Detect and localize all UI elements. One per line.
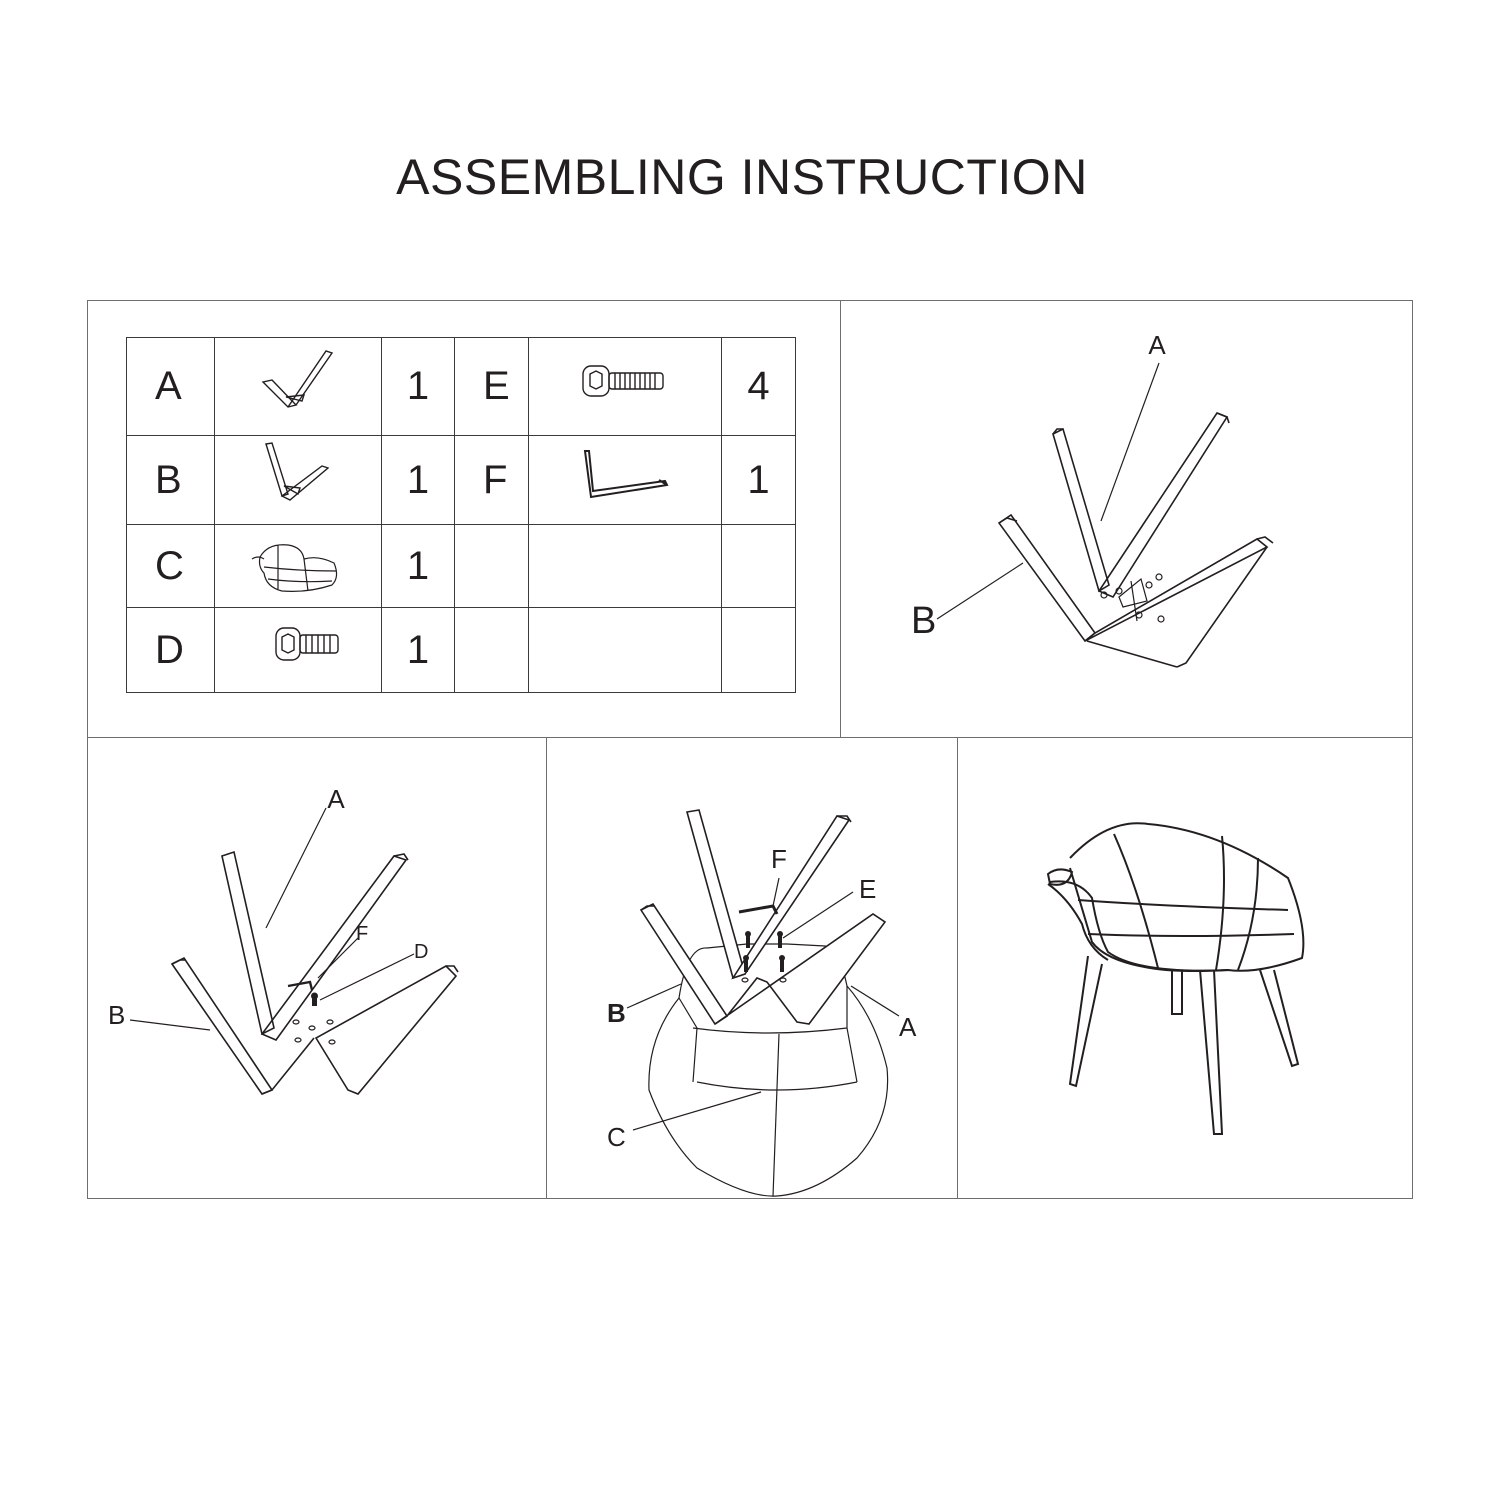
leader-lines bbox=[129, 807, 415, 1031]
part-quantity: 1 bbox=[721, 435, 796, 525]
allen-key-f bbox=[287, 980, 314, 991]
part-quantity: 4 bbox=[721, 337, 796, 436]
part-image-cell bbox=[214, 607, 382, 693]
step1-diagram: A B bbox=[911, 330, 1274, 668]
leg-frame-a bbox=[221, 850, 409, 1041]
label-f: F bbox=[356, 923, 368, 945]
part-image-cell bbox=[528, 524, 722, 608]
divider bbox=[546, 737, 547, 1199]
part-letter bbox=[454, 524, 529, 608]
part-letter: E bbox=[454, 337, 529, 436]
part-quantity: 1 bbox=[381, 524, 455, 608]
part-image-cell bbox=[528, 435, 722, 525]
part-quantity bbox=[721, 607, 796, 693]
part-letter: F bbox=[454, 435, 529, 525]
bolt-e-icon bbox=[582, 364, 664, 397]
leg-frame-a bbox=[685, 809, 852, 980]
page-title: ASSEMBLING INSTRUCTION bbox=[396, 149, 1088, 205]
leg-frame-b bbox=[639, 902, 887, 1026]
leg-frame-b-icon bbox=[265, 442, 330, 501]
divider bbox=[957, 737, 958, 1199]
table-row: B 1 F 1 bbox=[126, 435, 796, 525]
divider bbox=[840, 300, 841, 737]
step3-diagram: F E B A C bbox=[607, 809, 917, 1197]
label-b: B bbox=[911, 600, 936, 642]
joint-holes bbox=[741, 977, 787, 983]
label-d: D bbox=[414, 941, 428, 963]
allen-key-icon bbox=[583, 450, 669, 499]
leg-frame-a-icon bbox=[261, 349, 334, 408]
step2-diagram: A F D B bbox=[108, 784, 459, 1095]
part-letter: A bbox=[126, 337, 215, 436]
label-c: C bbox=[607, 1122, 626, 1152]
part-image-cell bbox=[214, 337, 382, 436]
label-b: B bbox=[607, 998, 626, 1028]
instruction-frame bbox=[87, 300, 1413, 1199]
joint-bracket bbox=[1100, 573, 1165, 623]
leader-lines bbox=[626, 877, 900, 1131]
part-letter: C bbox=[126, 524, 215, 608]
part-letter: B bbox=[126, 435, 215, 525]
leader-lines bbox=[936, 362, 1160, 620]
label-f: F bbox=[771, 844, 787, 874]
bolt-d-icon bbox=[275, 627, 339, 661]
divider bbox=[87, 737, 1413, 738]
allen-key-f bbox=[738, 904, 779, 915]
label-a: A bbox=[1148, 330, 1166, 360]
part-image-cell bbox=[528, 337, 722, 436]
table-row: D 1 bbox=[126, 607, 796, 693]
finished-chair-diagram bbox=[1046, 822, 1305, 1135]
label-a: A bbox=[327, 784, 345, 814]
leg-frame-b bbox=[997, 513, 1274, 668]
part-image-cell bbox=[214, 435, 382, 525]
bolt-d bbox=[311, 992, 318, 1006]
table-row: A 1 E 4 bbox=[126, 337, 796, 436]
part-quantity: 1 bbox=[381, 435, 455, 525]
part-letter: D bbox=[126, 607, 215, 693]
table-row: C 1 bbox=[126, 524, 796, 608]
joint-holes bbox=[292, 1019, 336, 1045]
label-a: A bbox=[899, 1012, 917, 1042]
label-b: B bbox=[108, 1000, 125, 1030]
part-letter bbox=[454, 607, 529, 693]
bolts-e bbox=[743, 931, 785, 972]
part-image-cell bbox=[528, 607, 722, 693]
part-quantity: 1 bbox=[381, 337, 455, 436]
part-image-cell bbox=[214, 524, 382, 608]
chair-seat-icon bbox=[251, 544, 338, 592]
chair-seat-c bbox=[648, 943, 889, 1197]
leg-frame-b bbox=[170, 956, 459, 1095]
label-e: E bbox=[859, 874, 876, 904]
parts-table: A 1 E 4 B bbox=[126, 337, 796, 693]
finished-chair bbox=[1046, 822, 1305, 1135]
part-quantity: 1 bbox=[381, 607, 455, 693]
part-quantity bbox=[721, 524, 796, 608]
leg-frame-a bbox=[1052, 412, 1230, 599]
